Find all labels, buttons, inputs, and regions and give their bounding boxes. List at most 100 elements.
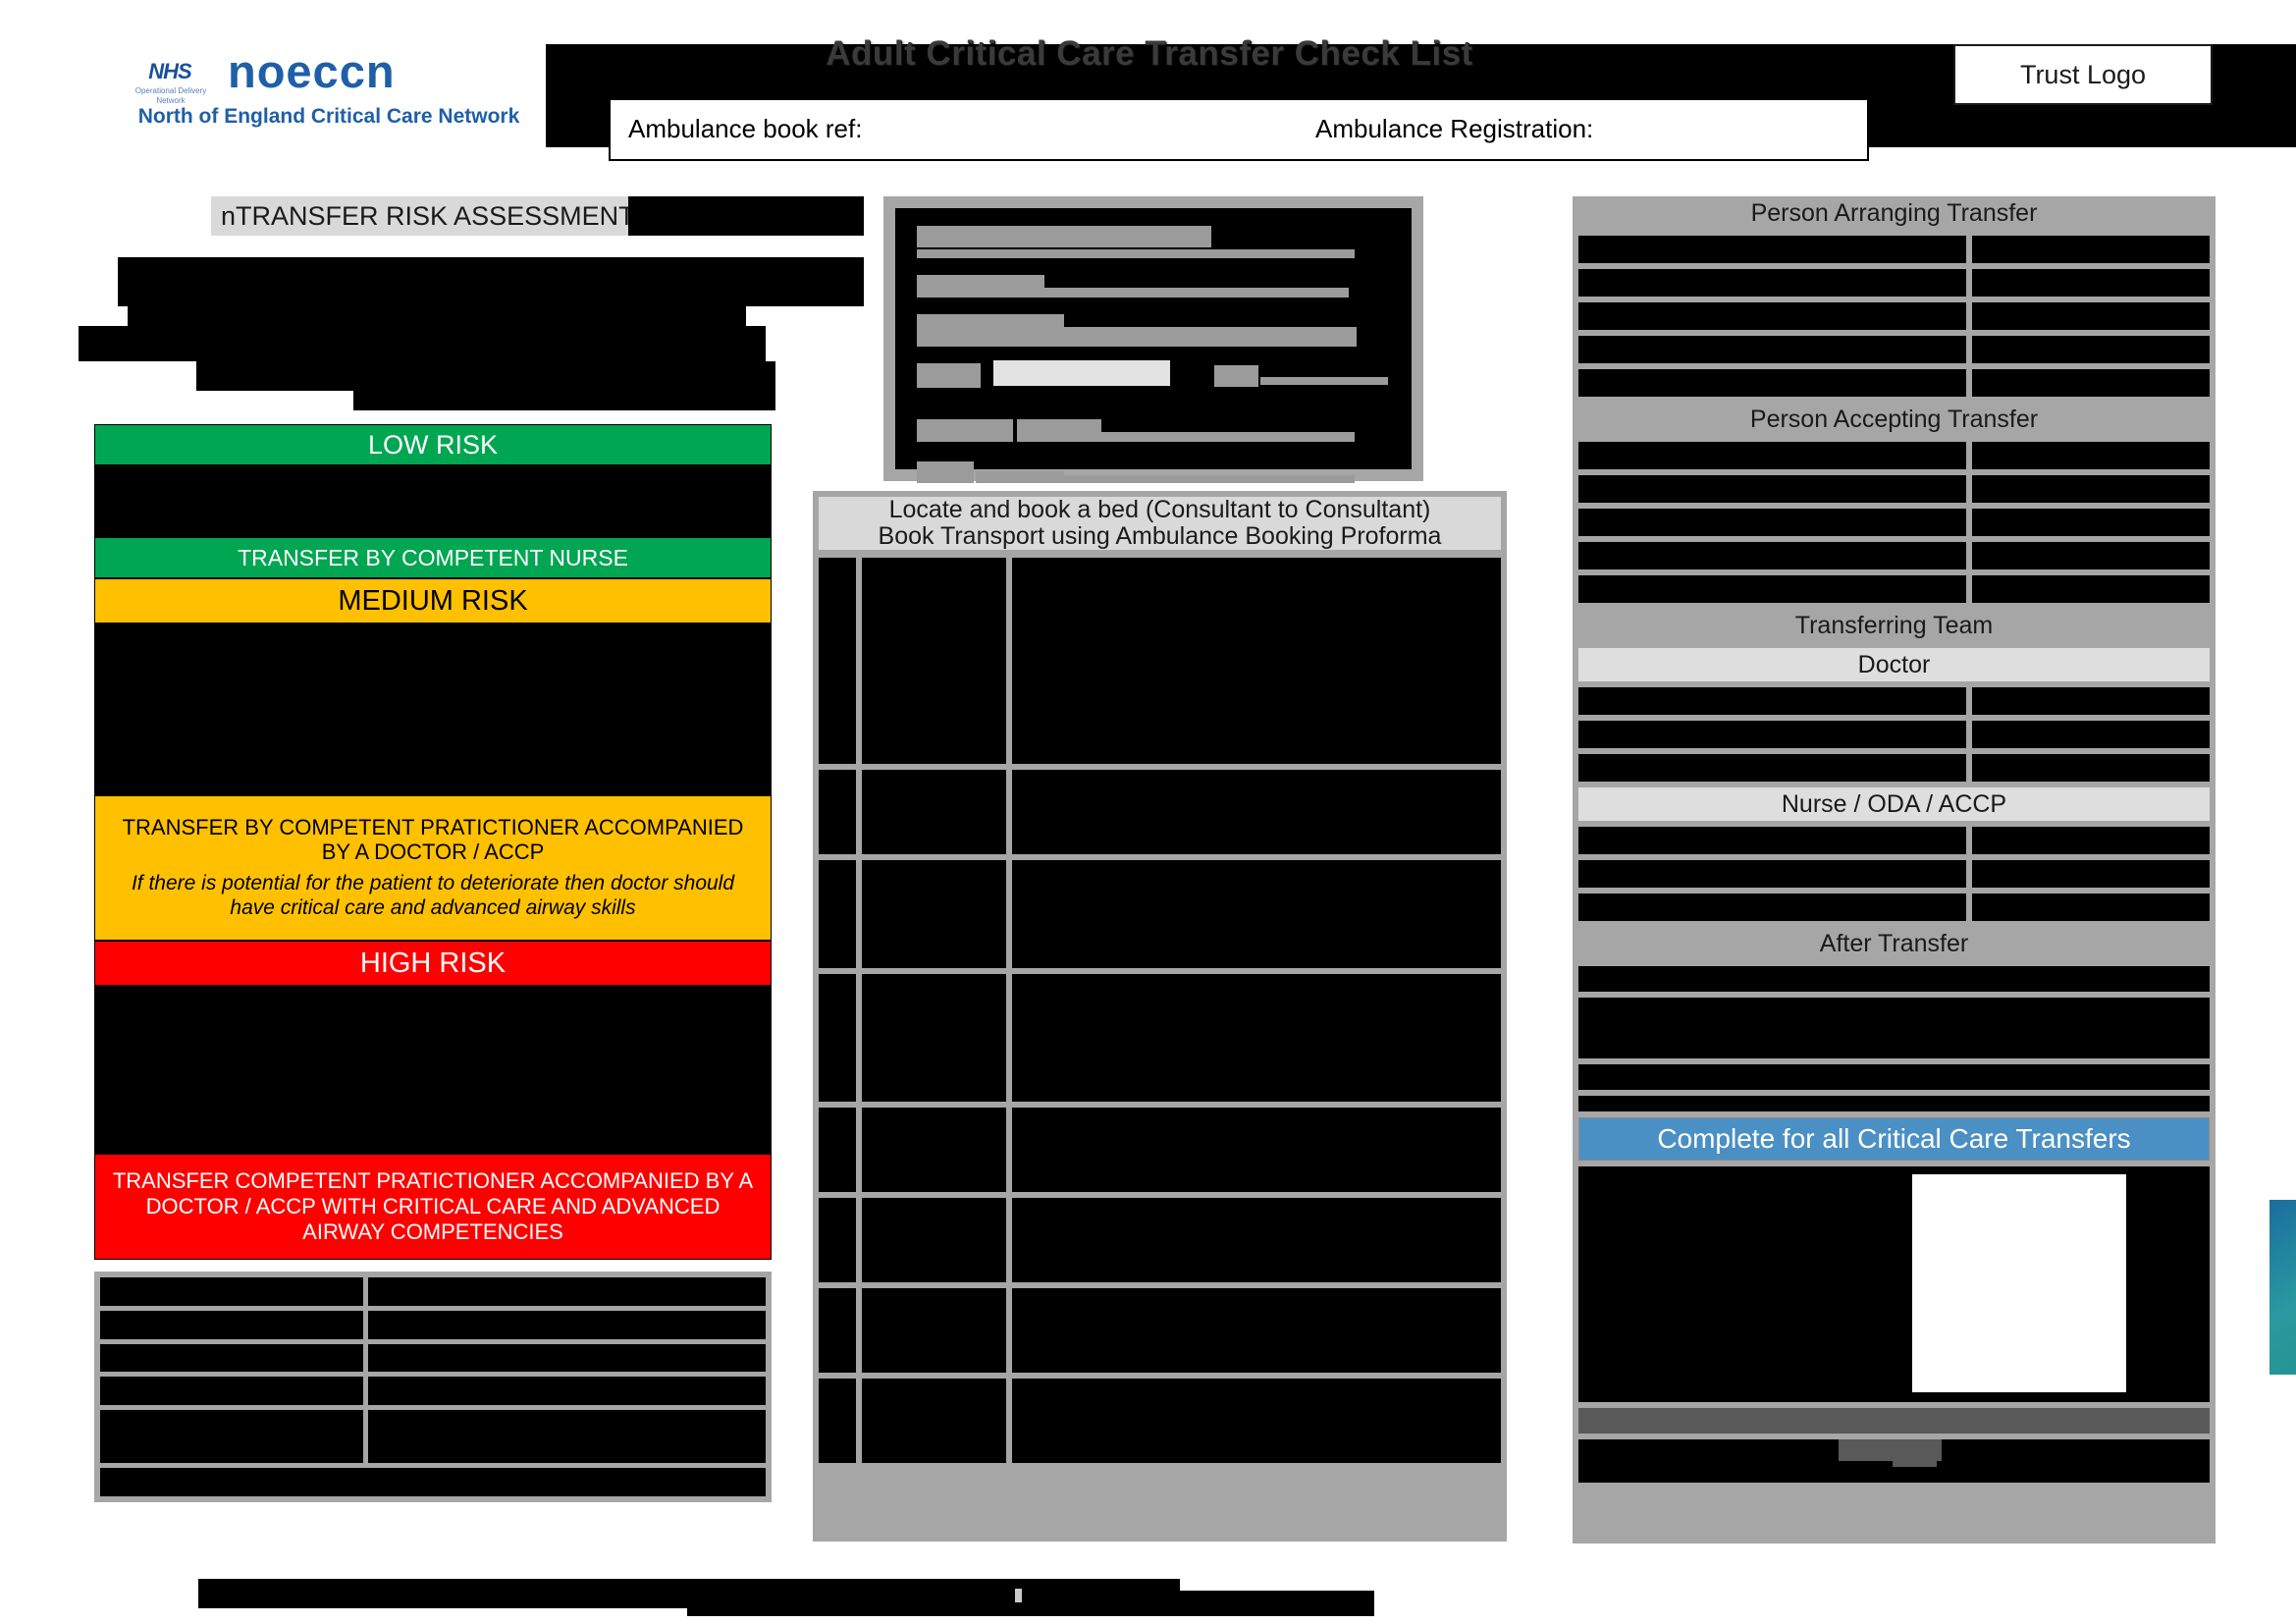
redaction-block bbox=[353, 391, 775, 410]
redaction-block bbox=[118, 257, 864, 306]
table-row bbox=[1578, 721, 2210, 748]
redaction-block bbox=[196, 361, 775, 391]
redaction-block bbox=[1578, 542, 1966, 569]
redaction-block bbox=[94, 465, 772, 537]
redaction-bar bbox=[917, 314, 1064, 327]
table-row bbox=[1578, 369, 2210, 397]
table-row bbox=[100, 1410, 766, 1464]
checklist-cell bbox=[1012, 770, 1501, 854]
redaction-block bbox=[1971, 575, 2210, 603]
person-arranging-transfer-header: Person Arranging Transfer bbox=[1578, 196, 2210, 230]
checklist-cell bbox=[862, 1288, 1006, 1373]
table-row bbox=[1578, 269, 2210, 297]
table-row bbox=[1578, 827, 2210, 854]
redaction-bar bbox=[1101, 432, 1355, 442]
checklist-cell bbox=[819, 860, 856, 968]
table-row bbox=[100, 1377, 766, 1406]
redaction-block bbox=[368, 1277, 766, 1306]
checklist-cell bbox=[862, 1108, 1006, 1192]
checklist-cell bbox=[819, 1198, 856, 1282]
redaction-block bbox=[1971, 369, 2210, 397]
redaction-bar bbox=[917, 275, 1044, 288]
checklist-cell bbox=[1012, 974, 1501, 1102]
redaction-block bbox=[628, 196, 864, 236]
redaction-block bbox=[1578, 509, 1966, 536]
table-row bbox=[1578, 442, 2210, 469]
redaction-bar bbox=[1017, 419, 1101, 442]
center-top-redacted-content bbox=[895, 208, 1412, 483]
redaction-block bbox=[1971, 475, 2210, 503]
high-risk-guidance-block: TRANSFER COMPETENT PRATICTIONER ACCOMPAN… bbox=[94, 1154, 772, 1260]
footer-marker bbox=[1015, 1589, 1022, 1602]
after-transfer-field bbox=[1578, 1064, 2210, 1090]
redaction-bar bbox=[917, 249, 1355, 258]
checklist-cell bbox=[1012, 1379, 1501, 1463]
redaction-block bbox=[1971, 827, 2210, 854]
table-row bbox=[100, 1277, 766, 1306]
redaction-bar bbox=[917, 419, 1013, 442]
booking-instructions-line1: Locate and book a bed (Consultant to Con… bbox=[888, 495, 1431, 523]
footer-redaction-area bbox=[1578, 1439, 2210, 1483]
checklist-cell bbox=[819, 1288, 856, 1373]
nhs-sub-line-2: Network bbox=[156, 96, 186, 105]
redaction-block bbox=[368, 1377, 766, 1406]
checklist-cell bbox=[819, 770, 856, 854]
low-risk-band: LOW RISK bbox=[94, 424, 772, 465]
redaction-block bbox=[1971, 509, 2210, 536]
redaction-bar bbox=[993, 360, 1170, 386]
checklist-cell bbox=[819, 1108, 856, 1192]
table-row bbox=[1578, 542, 2210, 569]
after-transfer-field bbox=[1578, 966, 2210, 992]
checklist-cell bbox=[819, 558, 856, 764]
checklist-cell bbox=[862, 1198, 1006, 1282]
checklist-cell bbox=[1012, 558, 1501, 764]
redaction-block bbox=[1578, 336, 1966, 363]
complete-for-all-transfers-banner: Complete for all Critical Care Transfers bbox=[1578, 1117, 2210, 1161]
redaction-block bbox=[100, 1343, 363, 1373]
checklist-cell bbox=[1012, 1288, 1501, 1373]
table-row bbox=[1578, 893, 2210, 921]
redaction-block bbox=[1971, 721, 2210, 748]
redaction-bar bbox=[917, 363, 981, 388]
redaction-block bbox=[1971, 754, 2210, 782]
ambulance-details-box bbox=[609, 98, 1869, 161]
redaction-block bbox=[100, 1310, 363, 1339]
redaction-block bbox=[368, 1343, 766, 1373]
redaction-bar bbox=[1260, 377, 1388, 385]
redaction-block bbox=[1971, 336, 2210, 363]
table-row bbox=[1578, 860, 2210, 888]
redaction-bar bbox=[1214, 365, 1258, 387]
checklist-cell bbox=[862, 1379, 1006, 1463]
ambulance-registration-label: Ambulance Registration: bbox=[1315, 113, 1594, 143]
table-row bbox=[100, 1343, 766, 1373]
table-row bbox=[1578, 475, 2210, 503]
redaction-bar bbox=[1893, 1459, 1937, 1467]
high-risk-band: HIGH RISK bbox=[94, 941, 772, 986]
checklist-row bbox=[819, 1288, 1501, 1373]
checklist-cell bbox=[862, 770, 1006, 854]
redaction-block bbox=[1578, 475, 1966, 503]
qr-code-backdrop bbox=[2269, 1200, 2296, 1375]
transferring-nurse-header: Nurse / ODA / ACCP bbox=[1578, 787, 2210, 821]
table-row bbox=[1578, 687, 2210, 715]
medium-risk-band: MEDIUM RISK bbox=[94, 578, 772, 623]
footer-redaction-block bbox=[687, 1591, 1374, 1616]
checklist-cell bbox=[1012, 1198, 1501, 1282]
redaction-bar bbox=[917, 461, 974, 483]
checklist-cell bbox=[1012, 860, 1501, 968]
checklist-cell bbox=[819, 974, 856, 1102]
table-row bbox=[1578, 236, 2210, 263]
after-transfer-field bbox=[1578, 998, 2210, 1058]
redaction-block bbox=[1971, 860, 2210, 888]
qr-code-card bbox=[1912, 1174, 2296, 1392]
redaction-block bbox=[100, 1377, 363, 1406]
redaction-bar bbox=[1064, 475, 1355, 483]
footer-redaction-bar bbox=[1578, 1408, 2210, 1434]
trust-logo-placeholder: Trust Logo bbox=[1953, 44, 2213, 105]
noeccn-logo: NHS Operational Delivery Network noeccn … bbox=[135, 48, 520, 142]
redaction-block bbox=[1578, 860, 1966, 888]
table-row bbox=[1578, 575, 2210, 603]
redaction-block bbox=[1578, 827, 1966, 854]
table-row bbox=[100, 1310, 766, 1339]
